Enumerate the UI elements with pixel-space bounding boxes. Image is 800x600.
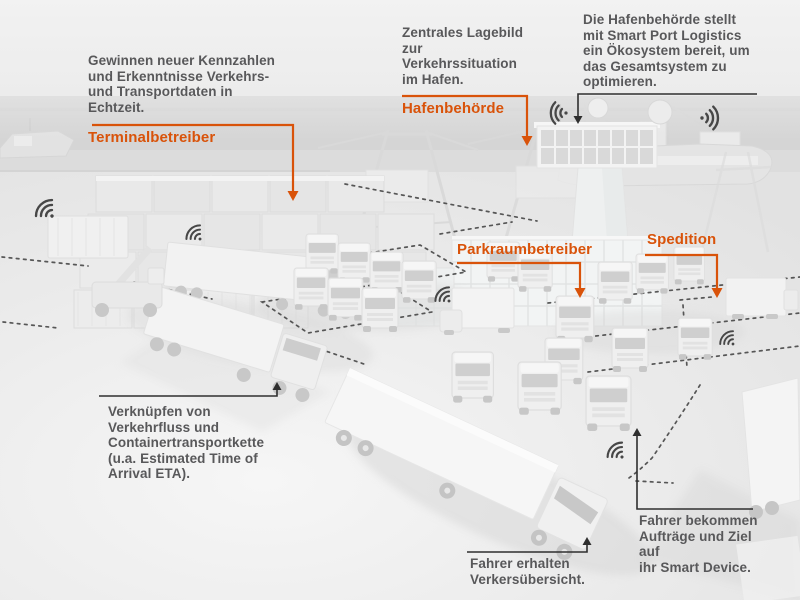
reach-stacker xyxy=(47,215,165,317)
parkraumbetreiber-connector xyxy=(457,261,582,288)
hafenbehoerde-connector xyxy=(402,94,529,136)
verknuepfen-arrowhead xyxy=(272,382,282,390)
truck-trailer-main xyxy=(324,368,608,560)
terminalbetreiber-connector xyxy=(92,123,295,191)
parkraumbetreiber-arrowhead xyxy=(574,288,586,298)
hafenbehoerde-arrowhead xyxy=(521,136,533,146)
verknuepfen-connector xyxy=(99,390,278,397)
label-hafenbehoerde: Hafenbehörde xyxy=(402,100,505,117)
spedition-arrowhead xyxy=(711,288,723,298)
fahrer-uebersicht-connector xyxy=(467,545,588,553)
oekosystem-arrowhead xyxy=(573,116,583,124)
label-spedition: Spedition xyxy=(647,231,717,248)
callout-connectors xyxy=(92,93,757,553)
label-terminalbetreiber: Terminalbetreiber xyxy=(88,129,216,146)
fahrer-auftraege-connector xyxy=(636,436,753,510)
truck-trailer-mid xyxy=(143,285,328,402)
callout-fahrer-uebersicht-text: Fahrer erhalten Verkersübersicht. xyxy=(470,556,586,587)
callout-oekosystem-text: Die Hafenbehörde stellt mit Smart Port L… xyxy=(583,12,750,89)
callout-verknuepfen-text: Verknüpfen von Verkehrfluss und Containe… xyxy=(108,404,265,481)
dock-crane-right xyxy=(698,151,791,259)
terminalbetreiber-arrowhead xyxy=(287,191,299,201)
box-truck-center xyxy=(439,287,515,335)
callout-terminalbetreiber-text: Gewinnen neuer Kennzahlen und Erkenntnis… xyxy=(88,53,276,115)
fahrer-uebersicht-arrowhead xyxy=(582,537,592,545)
fahrer-auftraege-arrowhead xyxy=(632,428,642,436)
callout-hafenbehoerde-text: Zentrales Lagebild zur Verkehrssituation… xyxy=(402,25,524,87)
callout-fahrer-auftraege-text: Fahrer bekommen Aufträge und Ziel auf ih… xyxy=(639,513,758,575)
box-truck-upper-right xyxy=(725,277,799,319)
label-parkraumbetreiber: Parkraumbetreiber xyxy=(457,241,593,258)
oekosystem-connector xyxy=(577,93,757,116)
spedition-connector xyxy=(645,253,719,288)
